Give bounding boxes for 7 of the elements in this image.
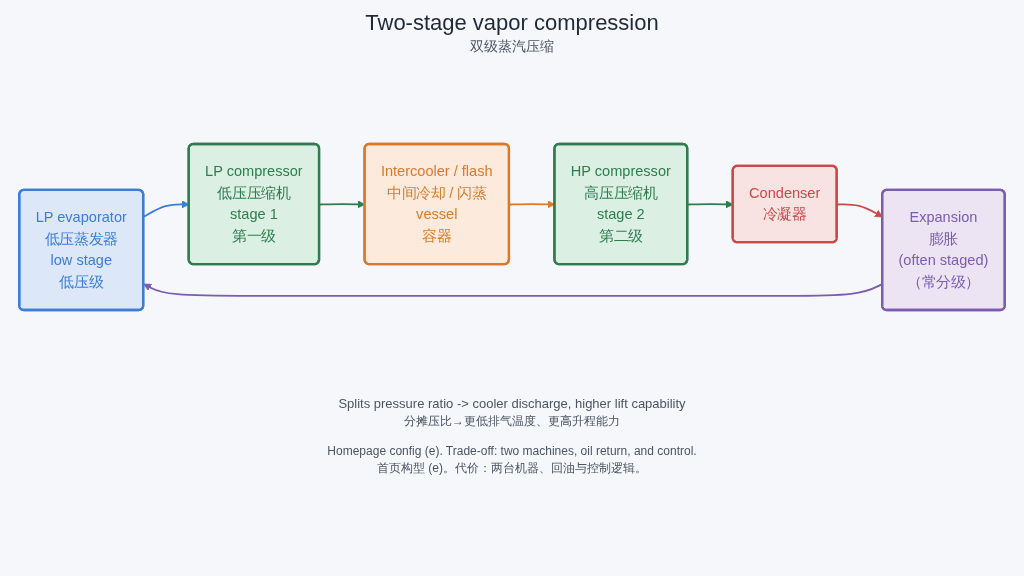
footnote: Homepage config (e). Trade-off: two machines, oil return, and control. [326, 444, 698, 458]
footnote: 首页构型 (e)。代价：两台机器、回油与控制逻辑。 [376, 460, 648, 477]
subtitle: 双级蒸汽压缩 [469, 38, 555, 56]
summary-note: Splits pressure ratio -> cooler discharge, higher lift capability [337, 396, 687, 411]
diagram-title: Two-stage vapor compression [364, 10, 660, 36]
arrow [836, 203, 883, 218]
summary-note: 分摊压比→更低排气温度、更高升程能力 [403, 413, 621, 430]
